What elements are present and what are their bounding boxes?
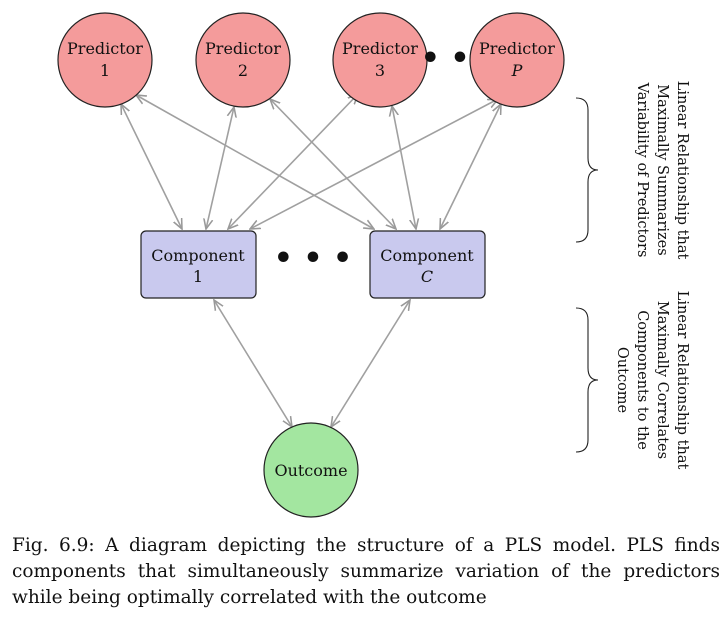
predictor-index: P — [511, 61, 523, 80]
edges — [121, 94, 501, 427]
predictor-label: Predictor — [67, 39, 143, 58]
edge-p2-cc — [270, 99, 396, 229]
predictor-circle — [195, 12, 291, 108]
edge-pp-c1 — [250, 99, 498, 229]
bottom-annotation-line-1: Linear Relationship that — [674, 291, 690, 470]
edge-c1-outcome — [214, 300, 292, 427]
predictor-index: 3 — [375, 61, 385, 80]
predictor-node-2: Predictor 2 — [195, 12, 291, 108]
predictor-index: 1 — [100, 61, 110, 80]
top-annotation-line-1: Linear Relationship that — [674, 81, 690, 260]
component-index: 1 — [193, 267, 203, 286]
predictor-node-1: Predictor 1 — [57, 12, 153, 108]
predictor-circle — [332, 12, 428, 108]
bottom-brace — [575, 307, 599, 453]
outcome-node: Outcome — [263, 422, 359, 518]
edge-p2-c1 — [206, 107, 234, 229]
predictor-circle — [57, 12, 153, 108]
edge-p1-c1 — [121, 104, 182, 229]
edge-p3-cc — [392, 106, 416, 229]
top-annotation: Linear Relationship that Maximally Summa… — [634, 81, 690, 260]
top-annotation-line-3: Variability of Predictors — [634, 82, 650, 258]
predictor-circle — [469, 12, 565, 108]
outcome-circle — [263, 422, 359, 518]
predictor-node-3: Predictor 3 — [332, 12, 428, 108]
bottom-annotation-line-4: Outcome — [614, 347, 630, 413]
figure-caption: Fig. 6.9: A diagram depicting the struct… — [12, 535, 720, 608]
predictor-index: 2 — [238, 61, 248, 80]
bottom-annotation-line-2: Maximally Correlates — [654, 301, 670, 459]
top-annotation-line-2: Maximally Summarizes — [654, 84, 670, 255]
predictor-label: Predictor — [205, 39, 281, 58]
pls-diagram: Predictor 1 Predictor 2 Predictor 3 • • … — [57, 12, 690, 518]
component-node-1: Component 1 — [140, 230, 257, 299]
component-label: Component — [151, 246, 245, 265]
top-brace — [575, 97, 599, 243]
outcome-label: Outcome — [274, 461, 347, 480]
component-index: C — [421, 267, 433, 286]
bottom-annotation: Linear Relationship that Maximally Corre… — [614, 291, 690, 470]
component-label: Component — [380, 246, 474, 265]
component-ellipsis: • • • — [274, 241, 352, 276]
component-node-c: Component C — [369, 230, 486, 299]
bottom-annotation-line-3: Components to the — [634, 310, 650, 450]
component-box — [369, 230, 486, 299]
predictor-label: Predictor — [342, 39, 418, 58]
predictor-node-p: Predictor P — [469, 12, 565, 108]
predictor-label: Predictor — [479, 39, 555, 58]
edge-cc-outcome — [331, 300, 410, 427]
component-box — [140, 230, 257, 299]
edge-pp-cc — [440, 104, 501, 229]
